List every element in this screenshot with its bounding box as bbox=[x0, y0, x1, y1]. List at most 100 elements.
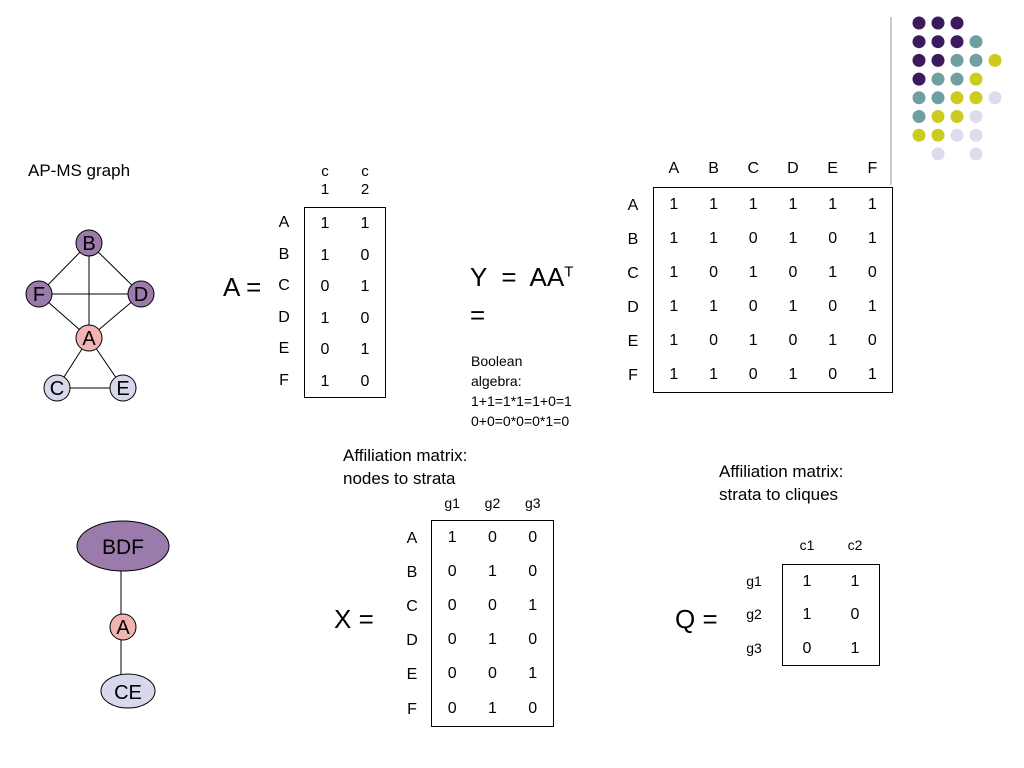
matrix-x-cell: 0 bbox=[447, 699, 457, 717]
matrix-x-col-header: g2 bbox=[484, 495, 501, 511]
decor-dot bbox=[950, 16, 964, 30]
matrix-x-caption-line: Affiliation matrix: bbox=[343, 446, 468, 465]
matrix-a-row-header: D bbox=[278, 308, 290, 326]
matrix-x-cell: 0 bbox=[447, 665, 457, 683]
matrix-x-cell: 0 bbox=[528, 631, 538, 649]
matrix-y-row-header: E bbox=[627, 333, 639, 350]
matrix-x-cell: 0 bbox=[528, 699, 538, 717]
matrix-a-cell: 0 bbox=[360, 246, 370, 264]
matrix-y-cell: 1 bbox=[709, 230, 718, 247]
matrix-a-label: A = bbox=[223, 272, 262, 302]
matrix-x-cell: 0 bbox=[528, 529, 538, 546]
matrix-y-cell: 0 bbox=[748, 366, 758, 383]
matrix-x-row-header: A bbox=[406, 530, 418, 547]
decor-dot bbox=[950, 35, 964, 49]
matrix-a-cell: 0 bbox=[320, 278, 330, 295]
matrix-y-cell: 1 bbox=[788, 196, 798, 213]
matrix-x-caption: Affiliation matrix: nodes to strata bbox=[343, 444, 467, 490]
matrix-y-cell: 1 bbox=[788, 366, 798, 383]
decor-dot bbox=[969, 53, 983, 67]
matrix-y-cell: 0 bbox=[867, 332, 877, 349]
matrix-y-cell: 0 bbox=[748, 298, 758, 315]
graph-node-label: C bbox=[50, 378, 64, 400]
decor-dot bbox=[950, 110, 964, 123]
matrix-y-col-header: A bbox=[668, 160, 680, 177]
matrix-y-cell: 1 bbox=[709, 366, 718, 383]
decor-dot bbox=[931, 128, 945, 142]
matrix-x-cell: 1 bbox=[528, 665, 538, 683]
matrix-y-row-header: A bbox=[627, 197, 639, 214]
decor-dot bbox=[931, 16, 945, 30]
matrix-y-cell: 1 bbox=[867, 230, 877, 247]
tree-node-label: A bbox=[116, 617, 130, 639]
matrix-a-cell: 1 bbox=[320, 246, 330, 264]
decor-dot bbox=[931, 91, 945, 105]
matrix-x-cell: 1 bbox=[447, 529, 457, 546]
matrix-x-cell: 1 bbox=[487, 699, 497, 717]
decor-dot bbox=[912, 110, 926, 123]
matrix-q-caption-line: strata to cliques bbox=[719, 485, 839, 504]
matrix-y-cell: 0 bbox=[828, 230, 838, 247]
matrix-y-cell: 1 bbox=[709, 298, 718, 315]
matrix-x-caption-line: nodes to strata bbox=[343, 469, 456, 488]
matrix-a-row-header: A bbox=[278, 214, 290, 231]
matrix-q-col-header: c2 bbox=[847, 537, 863, 553]
matrix-y-cell: 1 bbox=[669, 366, 679, 383]
matrix-y-col-header: D bbox=[787, 160, 799, 177]
matrix-y-cell: 1 bbox=[788, 230, 798, 247]
matrix-q-cell: 0 bbox=[850, 606, 860, 624]
matrix-x-col-header: g1 bbox=[444, 495, 460, 511]
matrix-x-cell: 1 bbox=[487, 563, 497, 581]
matrix-a-cell: 0 bbox=[360, 309, 370, 327]
matrix-y-cell: 0 bbox=[828, 366, 838, 383]
matrix-y-cell: 0 bbox=[828, 298, 838, 315]
decor-dot bbox=[931, 110, 945, 123]
matrix-x-col-header: g3 bbox=[524, 495, 541, 511]
matrix-a-cell: 0 bbox=[360, 372, 370, 390]
graph-node-B: B bbox=[75, 229, 103, 257]
matrix-q-cell: 0 bbox=[802, 639, 812, 657]
matrix-x-cell: 1 bbox=[528, 597, 538, 615]
decor-dot bbox=[931, 53, 945, 67]
matrix-y-cell: 1 bbox=[709, 196, 718, 213]
decor-dot bbox=[969, 147, 983, 161]
decor-dot bbox=[950, 72, 964, 86]
tree-node-CE: CE bbox=[100, 673, 156, 709]
decor-dot bbox=[950, 53, 964, 67]
matrix-y-col-header: B bbox=[708, 160, 719, 177]
matrix-x-row-header: B bbox=[406, 564, 418, 582]
graph-node-label: E bbox=[116, 378, 129, 400]
matrix-a-cell: 1 bbox=[360, 278, 370, 295]
decor-dot bbox=[912, 35, 926, 49]
matrix-y-cell: 1 bbox=[669, 298, 679, 315]
decor-dot bbox=[969, 72, 983, 86]
matrix-y-cell: 1 bbox=[669, 230, 679, 247]
boolean-note-line: 1+1=1*1=1+0=1 bbox=[471, 393, 572, 409]
matrix-a-cell: 1 bbox=[360, 215, 370, 232]
tree-node-BDF: BDF bbox=[76, 520, 170, 572]
matrix-y-cell: 1 bbox=[828, 332, 838, 349]
decor-dot bbox=[912, 128, 926, 142]
matrix-q-cell: 1 bbox=[850, 639, 860, 657]
matrix-x-cell: 0 bbox=[487, 597, 497, 615]
matrix-a-row-header: F bbox=[279, 371, 289, 389]
decor-dot bbox=[912, 53, 926, 67]
matrix-a-cell: 1 bbox=[320, 309, 330, 327]
matrix-a-row-header: B bbox=[278, 245, 290, 263]
matrix-x-label: X = bbox=[334, 604, 374, 634]
matrix-a-cell: 0 bbox=[320, 341, 330, 358]
graph-title: AP-MS graph bbox=[28, 161, 131, 180]
matrix-x-cell: 0 bbox=[528, 563, 538, 581]
decor-dot bbox=[931, 35, 945, 49]
matrix-y-cell: 1 bbox=[748, 196, 758, 213]
graph-node-label: A bbox=[82, 328, 96, 350]
matrix-y-cell: 0 bbox=[709, 332, 718, 349]
matrix-y-cell: 1 bbox=[748, 332, 758, 349]
matrix-q-row-header: g3 bbox=[746, 639, 762, 656]
matrix-q-caption: Affiliation matrix: strata to cliques bbox=[719, 460, 843, 506]
boolean-note-line: algebra: bbox=[471, 373, 522, 389]
dot-grid-decoration bbox=[912, 16, 1002, 161]
matrix-q-cell: 1 bbox=[802, 606, 812, 624]
